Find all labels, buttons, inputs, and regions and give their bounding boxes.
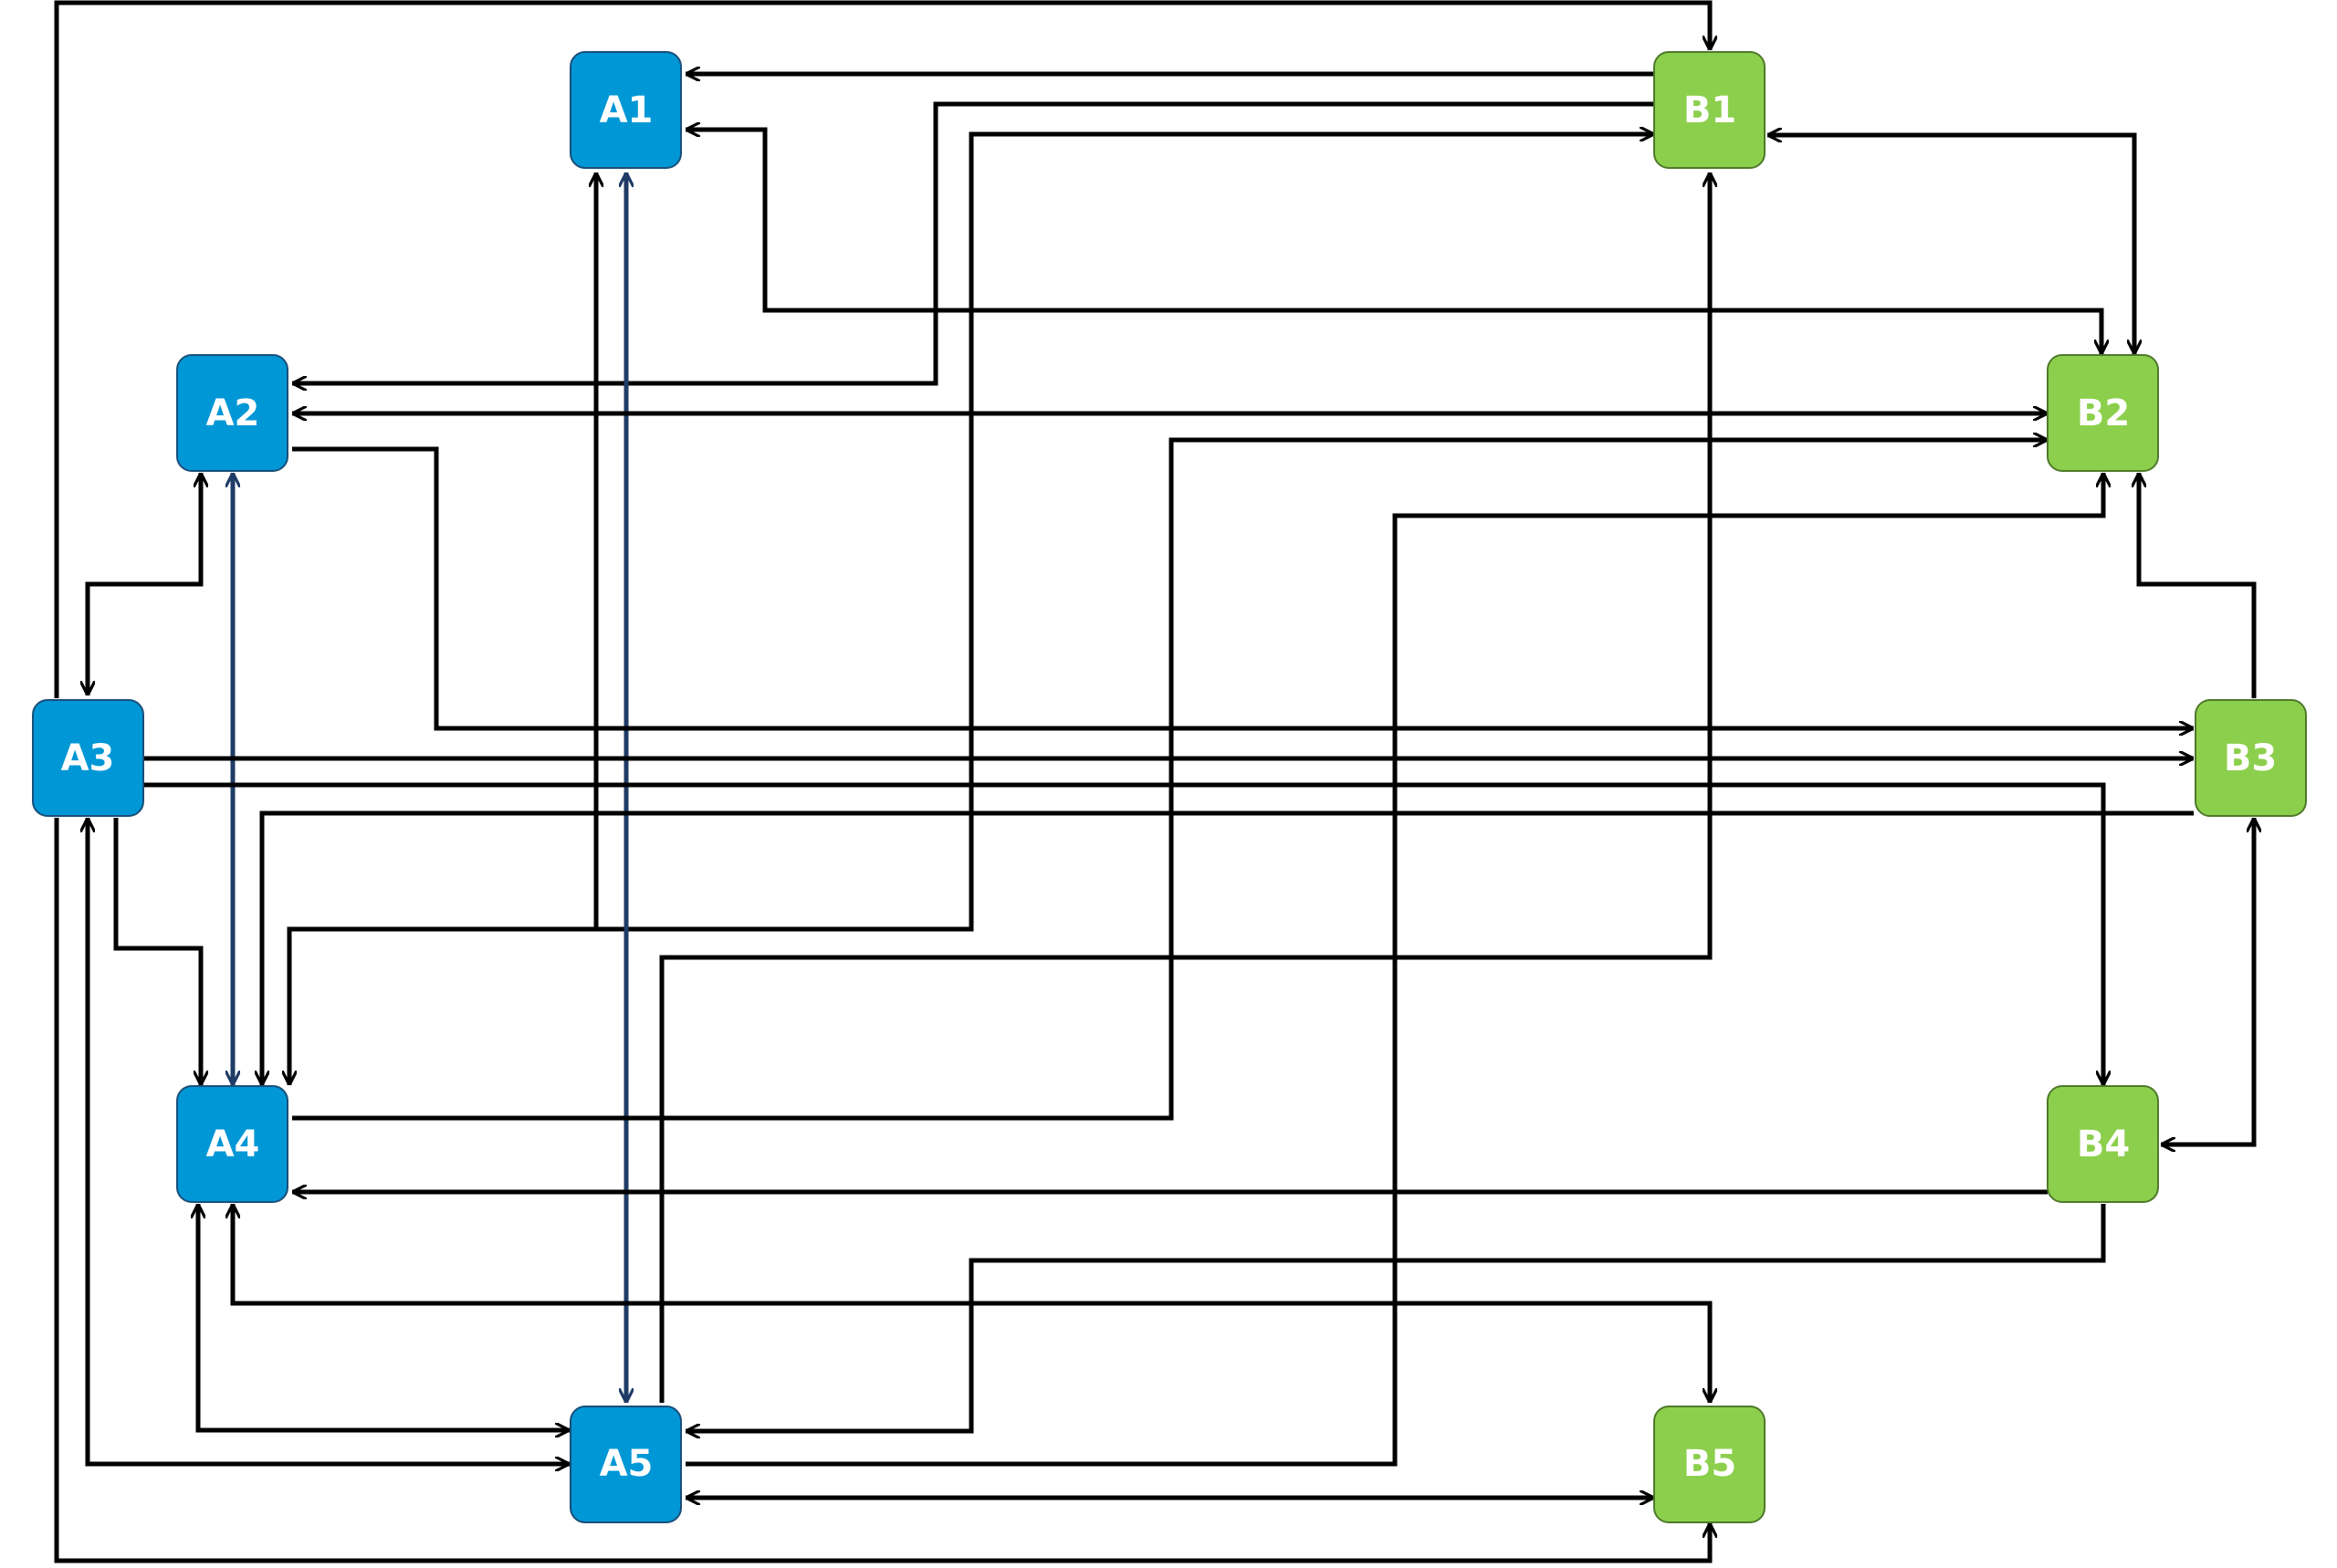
edge-a3-a4 bbox=[113, 818, 201, 1085]
node-a5[interactable]: A5 bbox=[570, 1406, 682, 1523]
nodes-layer: A1 A2 A3 A4 A5 B1 B2 B3 bbox=[32, 51, 2307, 1523]
edge-a1-a4 bbox=[289, 172, 596, 1085]
node-a2-label: A2 bbox=[206, 392, 260, 434]
node-a4-box bbox=[176, 1085, 288, 1203]
edge-a2-a3 bbox=[88, 473, 201, 695]
node-a4[interactable]: A4 bbox=[176, 1085, 288, 1203]
edge-a5-b1 bbox=[659, 172, 1710, 1403]
node-a5-box bbox=[570, 1406, 682, 1523]
node-b3-box bbox=[2195, 699, 2307, 817]
node-b1-box bbox=[1653, 51, 1766, 169]
node-b1[interactable]: B1 bbox=[1653, 51, 1766, 169]
edges-layer bbox=[54, 0, 2257, 1563]
edge-a3-b1 bbox=[54, 0, 1710, 698]
node-a3-label: A3 bbox=[61, 737, 115, 779]
edge-b1-b2 bbox=[1767, 135, 2134, 354]
edge-a3-b5 bbox=[54, 818, 1710, 1563]
node-a1-label: A1 bbox=[600, 89, 654, 131]
edge-a5-b2 bbox=[686, 473, 2103, 1467]
edge-a4-b1 bbox=[287, 134, 1654, 1085]
node-b4-label: B4 bbox=[2077, 1124, 2130, 1166]
node-b2[interactable]: B2 bbox=[2047, 354, 2159, 472]
edge-a4-a5 bbox=[198, 1204, 570, 1430]
node-b5-box bbox=[1653, 1406, 1766, 1523]
node-a4-label: A4 bbox=[206, 1124, 260, 1166]
node-b2-label: B2 bbox=[2077, 392, 2130, 434]
edge-a3-a5 bbox=[88, 818, 570, 1464]
node-a1[interactable]: A1 bbox=[570, 51, 682, 169]
node-b5-label: B5 bbox=[1683, 1443, 1736, 1485]
edge-b3-b4 bbox=[2161, 818, 2254, 1145]
node-b5[interactable]: B5 bbox=[1653, 1406, 1766, 1523]
node-b3[interactable]: B3 bbox=[2195, 699, 2307, 817]
edge-b2-a1 bbox=[686, 130, 2101, 354]
node-a2[interactable]: A2 bbox=[176, 354, 288, 472]
node-b4-box bbox=[2047, 1085, 2159, 1203]
node-a1-box bbox=[570, 51, 682, 169]
edge-a4-b2 bbox=[292, 440, 2048, 1121]
edge-a3-b4 bbox=[144, 782, 2103, 1085]
edge-b3-b2 bbox=[2139, 473, 2257, 698]
node-a3-box bbox=[32, 699, 144, 817]
edge-a2-b3 bbox=[292, 446, 2194, 728]
node-b1-label: B1 bbox=[1683, 89, 1736, 131]
node-a2-box bbox=[176, 354, 288, 472]
node-b4[interactable]: B4 bbox=[2047, 1085, 2159, 1203]
node-a3[interactable]: A3 bbox=[32, 699, 144, 817]
node-a5-label: A5 bbox=[600, 1443, 654, 1485]
edge-b3-a4 bbox=[262, 810, 2194, 1085]
node-b2-box bbox=[2047, 354, 2159, 472]
node-b3-label: B3 bbox=[2224, 737, 2277, 779]
